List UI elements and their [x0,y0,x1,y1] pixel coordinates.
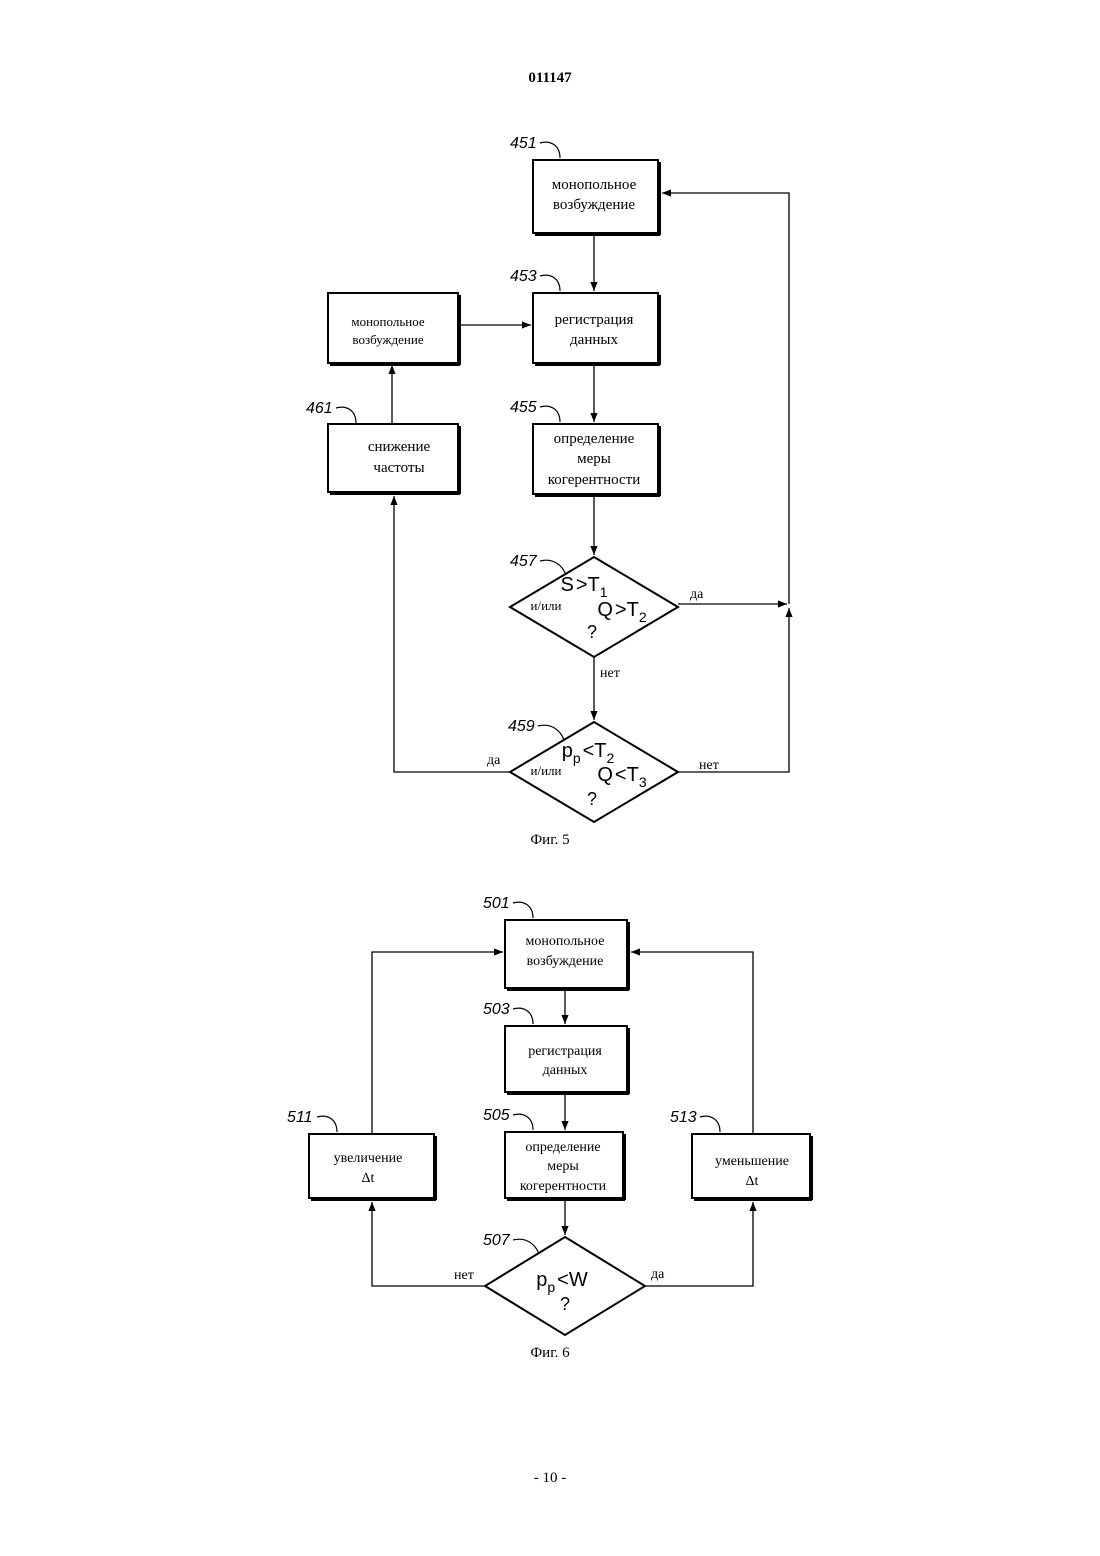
fig6-box-505-line1: определение [525,1140,600,1155]
fig5-box-left: монопольное возбуждение [328,293,460,365]
fig5-box-451-line2: возбуждение [553,197,635,213]
fig6-box-511-line2: Δt [362,1171,375,1186]
fig5-decision-459-q: ? [587,789,597,809]
fig5-457-yes-label: да [690,587,704,602]
fig6-507-yes-label: да [651,1267,665,1282]
fig5-box-453-line2: данных [570,332,618,348]
fig6-ref-513: 513 [670,1109,697,1126]
fig5-box-461-line1: снижение [368,439,431,455]
fig6-caption: Фиг. 6 [530,1345,570,1361]
fig5-box-455-line2: меры [577,451,611,467]
fig6-box-503: регистрация данных 503 [483,1001,629,1094]
fig6-box-511: увеличение Δt 511 [287,1109,436,1200]
fig5-459-no-label: нет [699,758,719,773]
fig6-box-501-line1: монопольное [526,934,605,949]
fig6-ref-511: 511 [287,1109,313,1126]
fig5-459-yes-label: да [487,753,501,768]
fig5-457-no-label: нет [600,666,620,681]
fig6-box-513-line2: Δt [746,1174,759,1189]
fig6-box-503-line2: данных [543,1063,588,1078]
fig5-ref-455: 455 [510,399,537,416]
fig5-box-455-line3: когерентности [548,472,641,488]
fig6-decision-507-q: ? [560,1294,570,1314]
fig6-box-513: уменьшение Δt 513 [670,1109,812,1200]
fig6-box-503-line1: регистрация [528,1044,602,1059]
fig5-box-453-line1: регистрация [555,312,634,328]
fig6-ref-507: 507 [483,1232,511,1249]
fig5-box-461: снижение частоты 461 [306,400,460,494]
fig5-ref-451: 451 [510,135,537,152]
fig6-ref-503: 503 [483,1001,510,1018]
fig6-decision-507: pp<W ? 507 [483,1232,645,1335]
fig6-ref-505: 505 [483,1107,510,1124]
fig6-box-511-line1: увеличение [334,1151,403,1166]
fig5-ref-461: 461 [306,400,333,417]
fig5-box-451: монопольное возбуждение 451 [510,135,660,235]
fig5-decision-459-or: и/или [531,763,562,778]
fig6-ref-501: 501 [483,895,510,912]
fig5-box-left-line1: монопольное [351,314,425,329]
fig5-decision-457-q: ? [587,622,597,642]
fig5-box-461-line2: частоты [373,460,424,476]
figure-6: монопольное возбуждение 501 регистрация … [287,895,812,1361]
fig6-box-505: определение меры когерентности 505 [483,1107,625,1200]
fig5-box-455: определение меры когерентности 455 [510,399,660,496]
fig6-507-no-label: нет [454,1268,474,1283]
document-number: 011147 [528,70,572,86]
fig5-decision-457: S>T1 и/или Q>T2 ? 457 [510,553,678,657]
fig5-decision-459: pp<T2 и/или Q<T3 ? 459 [508,718,678,822]
fig5-box-455-line1: определение [554,431,635,447]
fig5-decision-457-or: и/или [531,598,562,613]
fig6-box-513-line1: уменьшение [715,1154,789,1169]
fig6-box-505-line2: меры [547,1159,579,1174]
fig6-box-501-line2: возбуждение [527,954,604,969]
fig5-box-453: регистрация данных 453 [510,268,660,365]
fig6-box-501: монопольное возбуждение 501 [483,895,629,990]
fig6-box-505-line3: когерентности [520,1179,607,1194]
page-number: - 10 - [534,1470,567,1486]
fig5-box-451-line1: монопольное [552,177,637,193]
fig5-box-left-line2: возбуждение [352,332,423,347]
fig5-ref-459: 459 [508,718,535,735]
fig5-ref-457: 457 [510,553,538,570]
fig5-ref-453: 453 [510,268,537,285]
figure-5: монопольное возбуждение 451 регистрация … [306,135,789,848]
fig5-caption: Фиг. 5 [530,832,569,848]
